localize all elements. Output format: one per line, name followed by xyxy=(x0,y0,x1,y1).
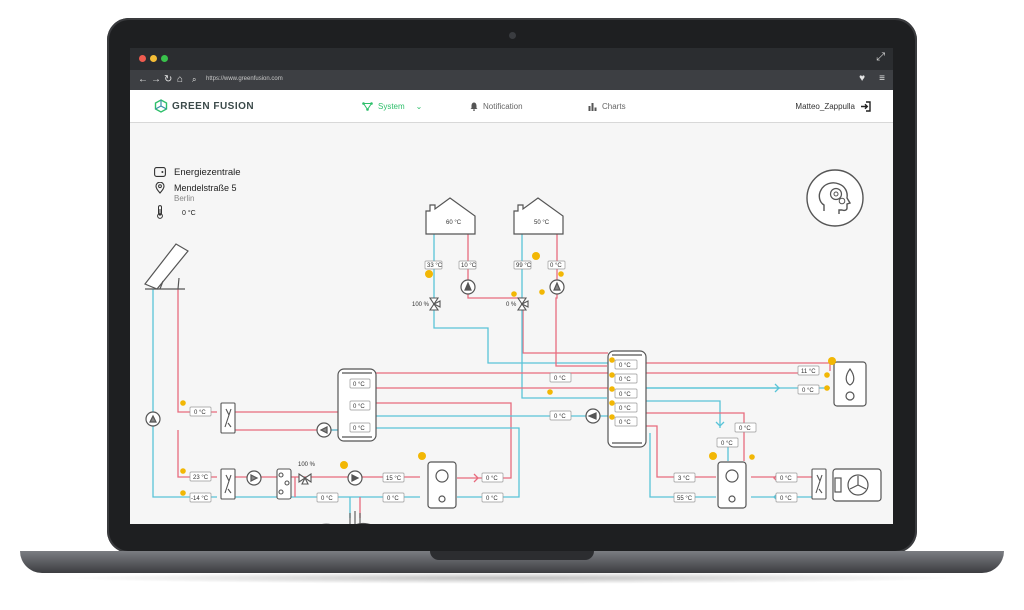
air-hp-outdoor-upper-temp: 0 °C xyxy=(780,476,792,482)
bell-icon xyxy=(470,102,478,111)
tab-system-label: System xyxy=(378,102,405,111)
storage-sensor-1: 0 °C xyxy=(619,363,631,369)
ground-probe-temp: 0 °C xyxy=(321,496,333,502)
ai-optimization-icon[interactable] xyxy=(805,168,865,228)
camera-icon xyxy=(509,32,516,39)
logo-text: GREEN FUSION xyxy=(172,100,255,112)
app-header: GREEN FUSION System ⌄ Notification xyxy=(130,90,893,123)
address-bar[interactable]: https://www.greenfusion.com xyxy=(206,76,283,82)
home-icon[interactable]: ⌂ xyxy=(177,74,184,85)
air-hp-outdoor-lower-temp: 0 °C xyxy=(780,496,792,502)
user-name: Matteo_Zappulla xyxy=(795,102,855,111)
hydraulic-diagram: Energiezentrale Mendelstraße 5 Berlin 0 … xyxy=(130,123,893,524)
air-hp-flow-temp: 3 °C xyxy=(678,476,690,482)
bar-chart-icon xyxy=(588,103,597,111)
network-icon xyxy=(362,102,373,111)
thermometer-icon xyxy=(157,205,163,219)
building-1-flow-temp: 33 °C xyxy=(427,263,443,269)
buffer-sensor-1: 0 °C xyxy=(353,382,365,388)
screen: ⤢ ← → ↻ ⌂ ⌕ https://www.greenfusion.com … xyxy=(130,48,893,524)
air-hp-return-temp: 55 °C xyxy=(677,496,693,502)
building-1-valve: 100 % xyxy=(412,302,430,308)
tab-charts-label: Charts xyxy=(602,102,626,111)
logout-icon[interactable] xyxy=(860,101,871,112)
tab-system[interactable]: System ⌄ xyxy=(362,102,422,111)
ground-hp-in-lower-temp: 0 °C xyxy=(387,496,399,502)
ground-hp-out-upper-temp: 0 °C xyxy=(486,476,498,482)
location-pin-icon xyxy=(155,182,165,194)
building-2-temp: 50 °C xyxy=(534,220,550,226)
close-window-button[interactable] xyxy=(139,55,146,62)
tab-notification[interactable]: Notification xyxy=(470,102,523,111)
storage-in-upper: 0 °C xyxy=(554,376,566,382)
storage-sensor-3: 0 °C xyxy=(619,392,631,398)
site-street: Mendelstraße 5 xyxy=(174,183,237,193)
fullscreen-icon[interactable]: ⤢ xyxy=(876,51,885,63)
pipe-network: 60 °C 50 °C 3 xyxy=(144,197,882,524)
laptop-shadow xyxy=(60,572,964,584)
ground-hp-in-temp: 15 °C xyxy=(386,476,402,482)
buffer-sensor-2: 0 °C xyxy=(353,404,365,410)
storage-sensor-4: 0 °C xyxy=(619,406,631,412)
logo[interactable]: GREEN FUSION xyxy=(154,99,254,113)
tab-charts[interactable]: Charts xyxy=(588,102,626,111)
minimize-window-button[interactable] xyxy=(150,55,157,62)
air-hp-upper-temp: 0 °C xyxy=(739,426,751,432)
forward-icon[interactable]: → xyxy=(151,74,161,85)
building-2-flow-temp: 99 °C xyxy=(516,263,532,269)
building-1-temp: 60 °C xyxy=(446,220,462,226)
heart-icon[interactable]: ♥ xyxy=(859,73,865,84)
boiler-flow-temp: 11 °C xyxy=(801,369,816,375)
building-2-valve: 0 % xyxy=(506,302,517,308)
search-icon: ⌕ xyxy=(192,75,197,84)
laptop-notch xyxy=(430,551,594,560)
browser-toolbar: ← → ↻ ⌂ ⌕ https://www.greenfusion.com ♥ … xyxy=(130,70,893,90)
building-2-return-temp: 0 °C xyxy=(550,263,562,269)
air-hp-drop-temp: 0 °C xyxy=(721,441,733,447)
boiler-return-temp: 0 °C xyxy=(802,388,814,394)
ground-valve: 100 % xyxy=(298,462,316,468)
reload-icon[interactable]: ↻ xyxy=(164,74,173,85)
ground-hp-out-lower-temp: 0 °C xyxy=(486,496,498,502)
logo-icon xyxy=(154,99,168,113)
ground-return-temp: -14 °C xyxy=(191,496,209,502)
site-city: Berlin xyxy=(174,194,195,203)
tab-notification-label: Notification xyxy=(483,102,523,111)
storage-sensor-5: 0 °C xyxy=(619,420,631,426)
zoom-window-button[interactable] xyxy=(161,55,168,62)
chevron-down-icon: ⌄ xyxy=(415,102,423,111)
back-icon[interactable]: ← xyxy=(138,74,148,85)
laptop-base xyxy=(20,551,1004,573)
user-menu[interactable]: Matteo_Zappulla xyxy=(795,101,871,112)
building-1-return-temp: 10 °C xyxy=(461,263,477,269)
storage-sensor-2: 0 °C xyxy=(619,377,631,383)
building-icon xyxy=(154,167,166,177)
site-name: Energiezentrale xyxy=(174,167,241,178)
buffer-sensor-3: 0 °C xyxy=(353,426,365,432)
hamburger-menu-icon[interactable]: ≡ xyxy=(879,73,885,84)
ground-flow-temp: 23 °C xyxy=(193,475,209,481)
solar-collector-temp: 0 °C xyxy=(194,410,206,416)
window-titlebar: ⤢ xyxy=(130,48,893,70)
outdoor-temperature: 0 °C xyxy=(182,210,196,217)
storage-in-lower: 0 °C xyxy=(554,414,566,420)
